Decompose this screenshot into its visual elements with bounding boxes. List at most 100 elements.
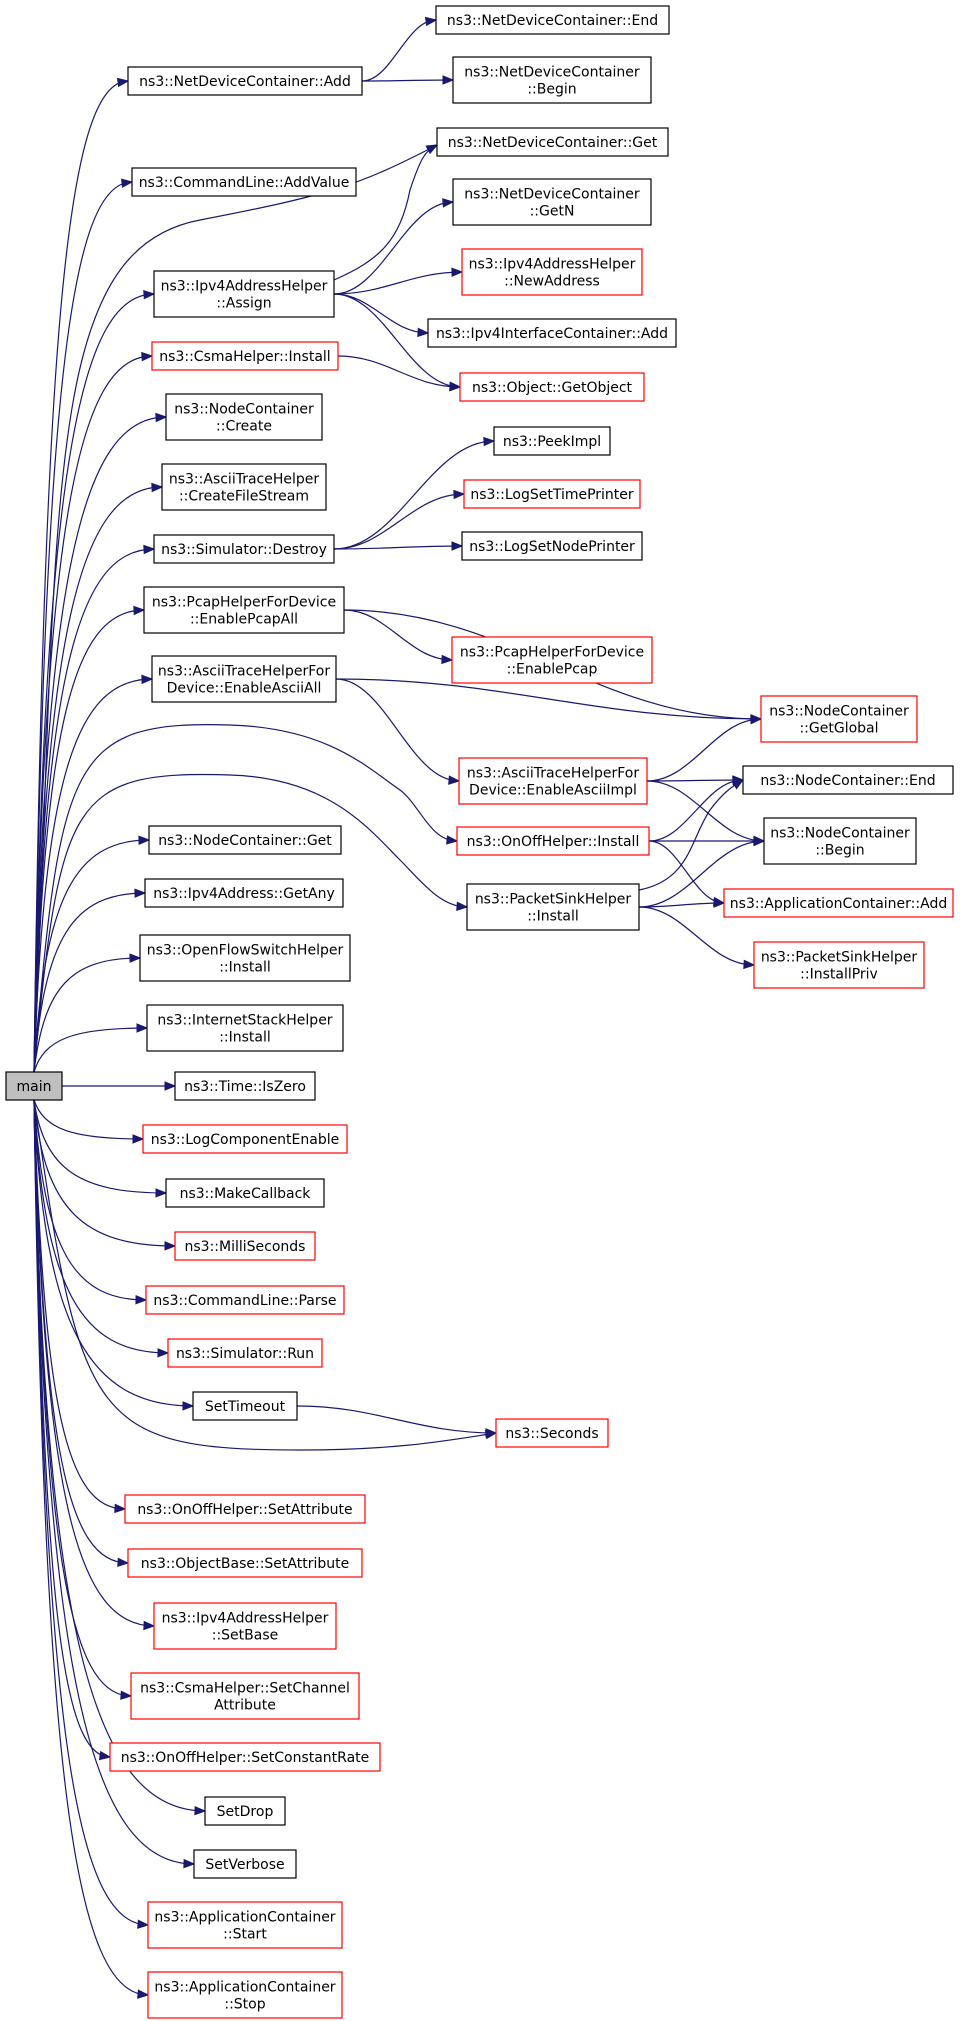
node-ipv4ic-add[interactable]: ns3::Ipv4InterfaceContainer::Add: [427, 318, 677, 348]
node-box: [147, 1971, 343, 2019]
node-ipv4h-setbase[interactable]: ns3::Ipv4AddressHelper::SetBase: [153, 1602, 337, 1650]
node-label: ns3::NodeContainer::Get: [158, 833, 332, 849]
node-box: [143, 586, 345, 634]
edge-main-to-ndc_add: [33, 80, 129, 1073]
node-makecb[interactable]: ns3::MakeCallback: [165, 1178, 325, 1208]
node-ndc-add[interactable]: ns3::NetDeviceContainer::Add: [127, 66, 363, 96]
node-csma-install[interactable]: ns3::CsmaHelper::Install: [151, 341, 339, 371]
node-ipv4h-assign[interactable]: ns3::Ipv4AddressHelper::Assign: [153, 270, 335, 318]
node-main[interactable]: main: [5, 1071, 63, 1101]
edge-arrowhead: [753, 836, 766, 847]
node-label: ns3::Simulator::Destroy: [161, 542, 327, 558]
node-box: [153, 270, 335, 318]
node-nc-begin[interactable]: ns3::NodeContainer::Begin: [763, 817, 917, 865]
node-logsetnode[interactable]: ns3::LogSetNodePrinter: [461, 531, 643, 561]
node-nc-create[interactable]: ns3::NodeContainer::Create: [165, 393, 323, 441]
node-box: [466, 883, 640, 931]
node-label: ns3::Ipv4InterfaceContainer::Add: [436, 326, 668, 342]
node-onoff-setattr[interactable]: ns3::OnOffHelper::SetAttribute: [124, 1494, 366, 1524]
node-sim-run[interactable]: ns3::Simulator::Run: [167, 1338, 323, 1368]
node-appc-start[interactable]: ns3::ApplicationContainer::Start: [147, 1901, 343, 1949]
edge-arrowhead: [451, 267, 464, 277]
node-seconds[interactable]: ns3::Seconds: [495, 1418, 609, 1448]
node-box: [193, 1849, 297, 1879]
node-label: ns3::LogSetNodePrinter: [469, 539, 635, 555]
node-box: [139, 934, 351, 982]
node-pcap-enable[interactable]: ns3::PcapHelperForDevice::EnablePcap: [451, 636, 653, 684]
node-nc-get[interactable]: ns3::NodeContainer::Get: [148, 825, 342, 855]
node-appc-add[interactable]: ns3::ApplicationContainer::Add: [723, 888, 954, 918]
node-psh-installpriv[interactable]: ns3::PacketSinkHelper::InstallPriv: [753, 941, 925, 989]
edge-arrowhead: [155, 1188, 168, 1198]
node-ndc-begin[interactable]: ns3::NetDeviceContainer::Begin: [452, 56, 652, 104]
edge-arrowhead: [136, 1023, 149, 1033]
edge-arrowhead: [137, 1919, 150, 1929]
node-sim-destroy[interactable]: ns3::Simulator::Destroy: [153, 534, 335, 564]
node-time-iszero[interactable]: ns3::Time::IsZero: [174, 1071, 316, 1101]
edge-ipv4h_assign-to-obj_getobject: [333, 293, 461, 388]
node-ofs-install[interactable]: ns3::OpenFlowSwitchHelper::Install: [139, 934, 351, 982]
node-pcap-all[interactable]: ns3::PcapHelperForDevice::EnablePcapAll: [143, 586, 345, 634]
edge-main-to-setverbose: [33, 1099, 195, 1865]
edge-arrowhead: [442, 198, 455, 208]
node-label: ns3::NetDeviceContainer: [464, 187, 640, 203]
node-ascii-impl[interactable]: ns3::AsciiTraceHelperForDevice::EnableAs…: [458, 757, 648, 805]
node-ndc-getn[interactable]: ns3::NetDeviceContainer::GetN: [452, 178, 652, 226]
node-ath-createfs[interactable]: ns3::AsciiTraceHelper::CreateFileStream: [161, 463, 327, 511]
node-box: [127, 66, 363, 96]
node-ish-install[interactable]: ns3::InternetStackHelper::Install: [146, 1004, 344, 1052]
edge-pcap_all-to-pcap_enable: [343, 609, 453, 661]
edge-ipv4h_assign-to-ndc_get: [333, 144, 438, 281]
edge-main-to-ipv4h_setbase: [33, 1099, 155, 1627]
node-label: ns3::Ipv4AddressHelper: [162, 1611, 329, 1627]
node-peekimpl[interactable]: ns3::PeekImpl: [493, 426, 611, 456]
node-appc-stop[interactable]: ns3::ApplicationContainer::Stop: [147, 1971, 343, 2019]
node-ascii-all[interactable]: ns3::AsciiTraceHelperForDevice::EnableAs…: [151, 655, 337, 703]
edge-arrowhead: [485, 1428, 498, 1438]
edge-main-to-nc_get: [33, 839, 150, 1073]
node-psh-install[interactable]: ns3::PacketSinkHelper::Install: [466, 883, 640, 931]
node-label: ns3::AsciiTraceHelperFor: [158, 664, 330, 680]
edge-ascii_impl-to-nc_end: [646, 779, 744, 782]
node-ipv4h-newaddr[interactable]: ns3::Ipv4AddressHelper::NewAddress: [461, 248, 643, 296]
node-label: ns3::Time::IsZero: [184, 1079, 306, 1095]
node-ndc-end[interactable]: ns3::NetDeviceContainer::End: [435, 5, 670, 35]
edge-arrowhead: [143, 544, 156, 555]
node-label: ::Stop: [224, 1997, 265, 2013]
node-ob-setattr[interactable]: ns3::ObjectBase::SetAttribute: [127, 1548, 363, 1578]
node-ndc-get[interactable]: ns3::NetDeviceContainer::Get: [436, 127, 669, 157]
node-box: [461, 531, 643, 561]
edge-ipv4h_assign-to-ipv4ic_add: [333, 293, 429, 334]
node-label: ns3::AsciiTraceHelperFor: [467, 766, 639, 782]
edge-arrowhead: [424, 16, 438, 27]
node-label: SetVerbose: [205, 1857, 284, 1873]
node-onoff-setrate[interactable]: ns3::OnOffHelper::SetConstantRate: [109, 1742, 381, 1772]
edge-arrowhead: [141, 674, 154, 685]
node-setdrop[interactable]: SetDrop: [204, 1796, 286, 1826]
node-millis[interactable]: ns3::MilliSeconds: [174, 1231, 316, 1261]
node-label: ns3::NetDeviceContainer: [464, 65, 640, 81]
node-ipv4-getany[interactable]: ns3::Ipv4Address::GetAny: [144, 878, 344, 908]
edge-main-to-psh_install: [33, 773, 468, 1073]
node-label: Device::EnableAsciiImpl: [469, 783, 637, 799]
node-label: ::SetBase: [212, 1628, 279, 1644]
node-settimeout[interactable]: SetTimeout: [192, 1391, 298, 1421]
node-logsettime[interactable]: ns3::LogSetTimePrinter: [463, 479, 641, 509]
edge-onoff_install-to-appc_add: [648, 840, 725, 904]
node-cl-parse[interactable]: ns3::CommandLine::Parse: [145, 1285, 345, 1315]
edge-arrowhead: [155, 412, 168, 423]
edge-csma_install-to-obj_getobject: [337, 355, 461, 388]
node-obj-getobject[interactable]: ns3::Object::GetObject: [459, 372, 645, 402]
edge-arrowhead: [143, 289, 156, 300]
node-cl-addvalue[interactable]: ns3::CommandLine::AddValue: [131, 167, 357, 197]
edge-arrowhead: [449, 381, 462, 392]
node-onoff-install[interactable]: ns3::OnOffHelper::Install: [456, 826, 650, 856]
node-logcomp[interactable]: ns3::LogComponentEnable: [142, 1124, 348, 1154]
node-box: [147, 1901, 343, 1949]
node-nc-end[interactable]: ns3::NodeContainer::End: [742, 765, 954, 795]
node-setverbose[interactable]: SetVerbose: [193, 1849, 297, 1879]
edge-arrowhead: [750, 714, 763, 725]
node-nc-getglobal[interactable]: ns3::NodeContainer::GetGlobal: [760, 695, 918, 743]
